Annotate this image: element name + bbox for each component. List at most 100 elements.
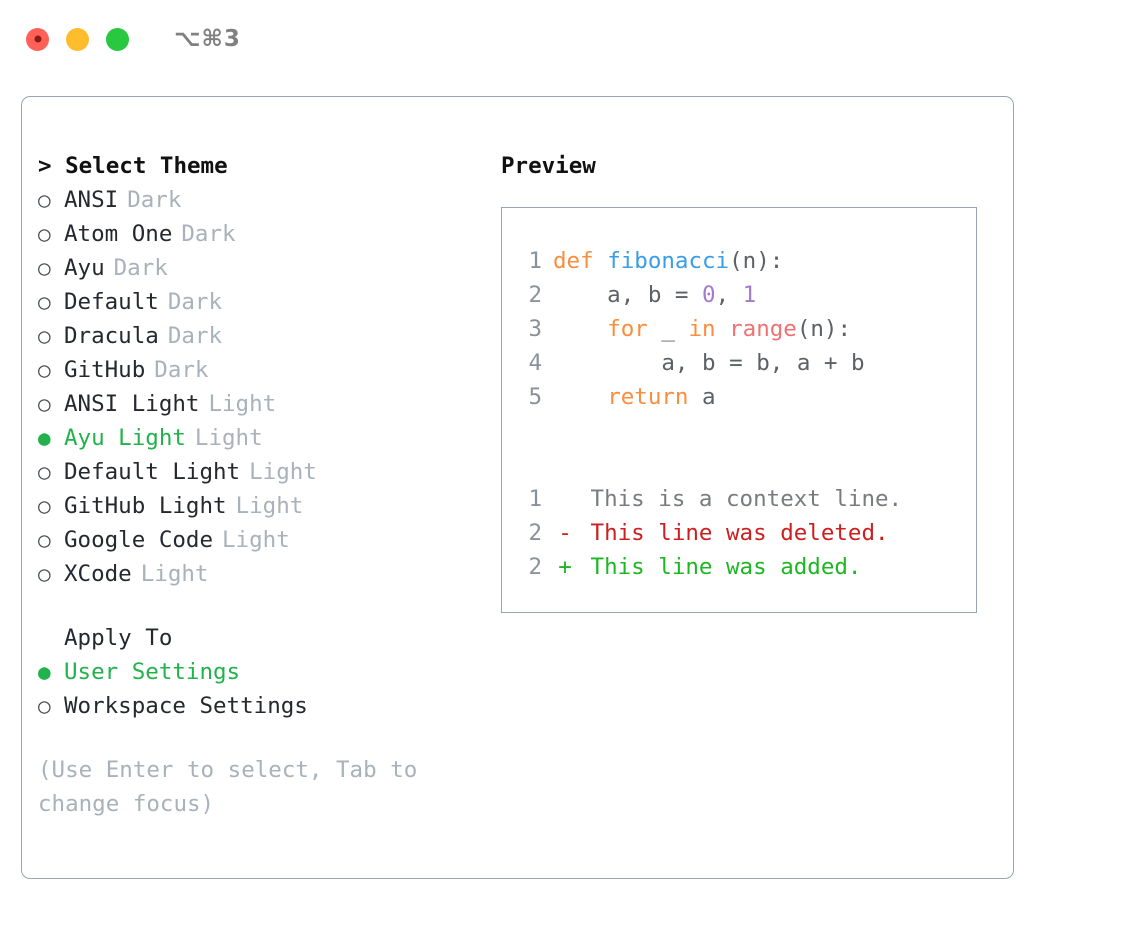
code-line: 3 for _ in range(n): (514, 312, 970, 346)
select-theme-header: > Select Theme (38, 153, 228, 179)
radio-unselected-icon: ○ (38, 694, 51, 718)
apply-to-option-workspace-settings[interactable]: ○ Workspace Settings (38, 689, 498, 723)
radio-unselected-icon: ○ (38, 392, 51, 416)
theme-option-label: ANSI (64, 187, 119, 213)
apply-to-option-user-settings[interactable]: ● User Settings (38, 655, 498, 689)
code-line-number: 1 (528, 248, 542, 274)
theme-option-label: Default Light (64, 459, 241, 485)
code-token-pl: a, b = (553, 282, 703, 308)
theme-option-variant-tag: Light (235, 493, 304, 519)
radio-unselected-icon: ○ (38, 256, 51, 280)
theme-option-label: GitHub Light (64, 493, 227, 519)
code-token-fn: fibonacci (607, 248, 730, 274)
code-line-number: 4 (528, 350, 542, 376)
diff-block: 1 This is a context line.2- This line wa… (514, 482, 970, 584)
theme-option-label: Default (64, 289, 159, 315)
diff-sign-deleted: - (558, 520, 572, 546)
minimize-button[interactable] (66, 27, 89, 51)
code-token-num: 0 (702, 282, 716, 308)
diff-line-text: This line was added. (577, 554, 862, 580)
code-token-kw: def (553, 248, 608, 274)
diff-line-number: 2 (528, 554, 542, 580)
close-button[interactable] (26, 27, 49, 51)
theme-option-variant-tag: Dark (113, 255, 168, 281)
code-token-pl: (n): (729, 248, 784, 274)
radio-selected-icon: ● (38, 426, 51, 450)
code-token-pl (553, 384, 607, 410)
apply-to-header: Apply To (64, 625, 173, 651)
theme-option-label: XCode (64, 561, 132, 587)
code-line: 5 return a (514, 380, 970, 414)
radio-unselected-icon: ○ (38, 358, 51, 382)
radio-unselected-icon: ○ (38, 494, 51, 518)
radio-selected-icon: ● (38, 660, 51, 684)
theme-option-ansi[interactable]: ○ ANSI Dark (38, 183, 498, 217)
code-line-text: for _ in range(n): (553, 312, 851, 346)
diff-line-context: 1 This is a context line. (514, 482, 970, 516)
diff-line-text: This is a context line. (577, 486, 903, 512)
code-token-pl: a, b = b, a + b (553, 350, 865, 376)
code-token-pl: (n): (796, 316, 852, 342)
diff-line-text: This line was deleted. (577, 520, 889, 546)
code-token-pl: a (688, 384, 716, 410)
theme-option-label: Ayu Light (64, 425, 186, 451)
diff-line-deleted: 2- This line was deleted. (514, 516, 970, 550)
code-line-text: a, b = 0, 1 (553, 278, 756, 312)
code-line-number: 3 (528, 316, 542, 342)
apply-to-option-label: Workspace Settings (64, 693, 308, 719)
traffic-light-group (26, 27, 129, 51)
theme-option-label: Google Code (64, 527, 214, 553)
radio-unselected-icon: ○ (38, 222, 51, 246)
theme-option-variant-tag: Light (249, 459, 317, 485)
code-token-pl: , (715, 282, 743, 308)
theme-option-label: Atom One (64, 221, 173, 247)
apply-to-option-label: User Settings (64, 659, 241, 685)
diff-line-number: 1 (528, 486, 542, 512)
code-line-text: return a (553, 380, 716, 414)
code-token-call: range (729, 316, 797, 342)
code-token-num: 1 (742, 282, 757, 308)
theme-option-default[interactable]: ○ Default Dark (38, 285, 498, 319)
theme-option-variant-tag: Dark (127, 187, 182, 213)
theme-option-variant-tag: Dark (167, 289, 223, 315)
radio-unselected-icon: ○ (38, 290, 51, 314)
theme-option-variant-tag: Light (140, 561, 209, 587)
maximize-button[interactable] (106, 27, 129, 51)
radio-unselected-icon: ○ (38, 460, 51, 484)
code-token-pl (553, 316, 607, 342)
theme-option-variant-tag: Dark (154, 357, 209, 383)
theme-option-default-light[interactable]: ○ Default Light Light (38, 455, 498, 489)
code-token-kw: return (607, 384, 689, 410)
theme-option-variant-tag: Light (208, 391, 277, 417)
code-token-kw: in (688, 316, 716, 342)
theme-option-label: Ayu (64, 255, 105, 281)
theme-option-ayu[interactable]: ○ Ayu Dark (38, 251, 498, 285)
theme-option-label: ANSI Light (64, 391, 200, 417)
radio-unselected-icon: ○ (38, 188, 51, 212)
window-title: ⌥⌘3 (174, 26, 241, 52)
code-line-number: 5 (528, 384, 542, 410)
theme-option-label: GitHub (64, 357, 146, 383)
code-token-pl (716, 316, 730, 342)
code-line-number: 2 (528, 282, 542, 308)
title-bar: ⌥⌘3 (0, 0, 1140, 78)
diff-sign-context (553, 482, 577, 516)
theme-option-ansi-light[interactable]: ○ ANSI Light Light (38, 387, 498, 421)
theme-option-github-light[interactable]: ○ GitHub Light Light (38, 489, 498, 523)
preview-title: Preview (501, 153, 596, 179)
code-line-text: def fibonacci(n): (553, 244, 783, 278)
code-line-text: a, b = b, a + b (553, 346, 865, 380)
code-line: 4 a, b = b, a + b (514, 346, 970, 380)
radio-unselected-icon: ○ (38, 528, 51, 552)
theme-option-github[interactable]: ○ GitHub Dark (38, 353, 498, 387)
diff-line-number: 2 (528, 520, 542, 546)
